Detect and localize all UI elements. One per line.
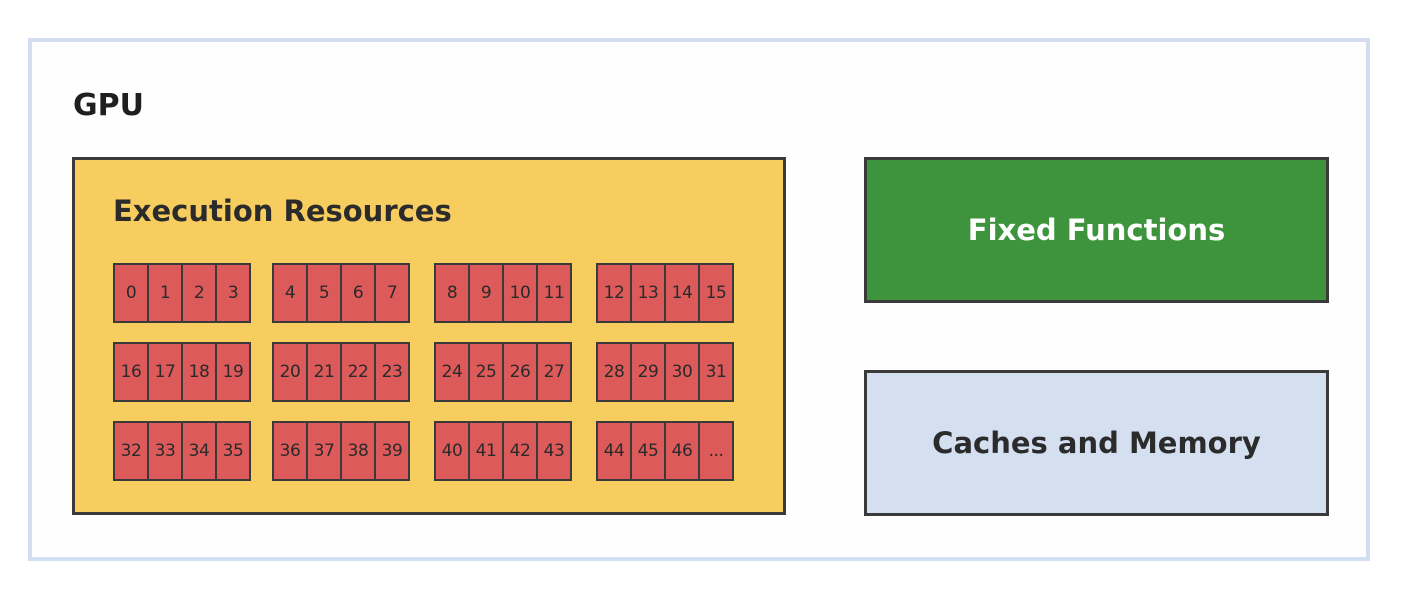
execution-unit: 12 <box>596 263 632 323</box>
execution-unit: 21 <box>306 342 342 402</box>
gpu-label: GPU <box>73 88 144 123</box>
execution-unit: 6 <box>340 263 376 323</box>
execution-unit: 27 <box>536 342 572 402</box>
execution-unit: 18 <box>181 342 217 402</box>
execution-unit: 32 <box>113 421 149 481</box>
execution-unit: 2 <box>181 263 217 323</box>
execution-unit: 44 <box>596 421 632 481</box>
caches-memory-box: Caches and Memory <box>864 370 1329 516</box>
execution-unit: 0 <box>113 263 149 323</box>
execution-unit: 16 <box>113 342 149 402</box>
execution-unit: 19 <box>215 342 251 402</box>
execution-unit: 45 <box>630 421 666 481</box>
execution-unit: 8 <box>434 263 470 323</box>
execution-unit: 30 <box>664 342 700 402</box>
execution-unit: 40 <box>434 421 470 481</box>
execution-unit: 46 <box>664 421 700 481</box>
execution-unit: 10 <box>502 263 538 323</box>
execution-unit: 1 <box>147 263 183 323</box>
execution-unit: 15 <box>698 263 734 323</box>
execution-unit: 9 <box>468 263 504 323</box>
execution-unit: 24 <box>434 342 470 402</box>
execution-unit: 34 <box>181 421 217 481</box>
execution-unit: 11 <box>536 263 572 323</box>
execution-unit: ... <box>698 421 734 481</box>
execution-unit: 22 <box>340 342 376 402</box>
execution-unit: 36 <box>272 421 308 481</box>
execution-unit: 35 <box>215 421 251 481</box>
execution-unit: 17 <box>147 342 183 402</box>
execution-unit: 23 <box>374 342 410 402</box>
execution-unit: 20 <box>272 342 308 402</box>
execution-unit: 5 <box>306 263 342 323</box>
execution-unit: 43 <box>536 421 572 481</box>
execution-unit: 25 <box>468 342 504 402</box>
execution-unit: 4 <box>272 263 308 323</box>
execution-unit: 3 <box>215 263 251 323</box>
execution-unit: 39 <box>374 421 410 481</box>
execution-unit: 26 <box>502 342 538 402</box>
execution-unit: 28 <box>596 342 632 402</box>
execution-unit: 14 <box>664 263 700 323</box>
caches-memory-label: Caches and Memory <box>932 426 1261 460</box>
execution-unit: 38 <box>340 421 376 481</box>
execution-resources-title: Execution Resources <box>113 194 452 228</box>
execution-unit: 13 <box>630 263 666 323</box>
execution-unit: 31 <box>698 342 734 402</box>
execution-unit: 29 <box>630 342 666 402</box>
execution-unit: 42 <box>502 421 538 481</box>
execution-unit: 33 <box>147 421 183 481</box>
execution-unit: 37 <box>306 421 342 481</box>
fixed-functions-box: Fixed Functions <box>864 157 1329 303</box>
execution-unit: 7 <box>374 263 410 323</box>
execution-unit: 41 <box>468 421 504 481</box>
fixed-functions-label: Fixed Functions <box>967 213 1226 247</box>
